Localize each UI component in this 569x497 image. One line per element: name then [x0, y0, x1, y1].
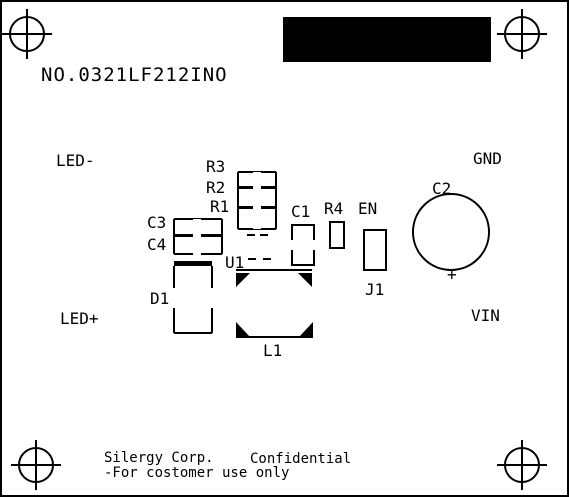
label-l1: L1: [263, 341, 283, 360]
label-r3: R3: [206, 157, 226, 176]
mounting-hole-bottom-right-icon: [497, 440, 547, 490]
terminal-vin: VIN: [471, 306, 500, 325]
label-d1: D1: [150, 289, 170, 308]
terminal-gnd: GND: [473, 149, 502, 168]
label-c1: C1: [291, 202, 311, 221]
footer-company: Silergy Corp.: [104, 450, 214, 466]
jumper-j1-footprint: [363, 229, 387, 271]
label-c4: C4: [147, 235, 167, 254]
capacitor-c1-footprint: [290, 224, 316, 266]
label-c3: C3: [147, 213, 167, 232]
capacitor-c3-c4-footprint: [173, 218, 223, 255]
ic-u1-footprint: [236, 258, 312, 287]
mounting-hole-top-right-icon: [497, 9, 547, 59]
label-j1: J1: [365, 280, 385, 299]
label-en: EN: [358, 199, 378, 218]
mounting-hole-bottom-left-icon: [11, 440, 61, 490]
capacitor-c2-outline: [412, 193, 490, 271]
mounting-hole-top-left-icon: [2, 9, 52, 59]
resistor-r3-r2-r1-footprint: [237, 171, 277, 236]
inductor-l1-footprint: [236, 322, 313, 338]
label-blackout-block: [283, 17, 491, 62]
terminal-led-minus: LED-: [56, 151, 95, 170]
part-number: NO.0321LF212INO: [41, 64, 228, 86]
resistor-r4-footprint: [329, 221, 345, 249]
footer-confidential: Confidential: [250, 451, 352, 467]
c2-polarity-mark: +: [447, 265, 457, 284]
label-u1: U1: [225, 253, 245, 272]
label-r2: R2: [206, 178, 226, 197]
label-r1: R1: [210, 197, 230, 216]
footer-notice: -For costomer use only: [104, 465, 290, 481]
diode-d1-footprint: [172, 261, 214, 334]
label-r4: R4: [324, 199, 344, 218]
label-c2: C2: [432, 179, 452, 198]
terminal-led-plus: LED+: [60, 309, 99, 328]
